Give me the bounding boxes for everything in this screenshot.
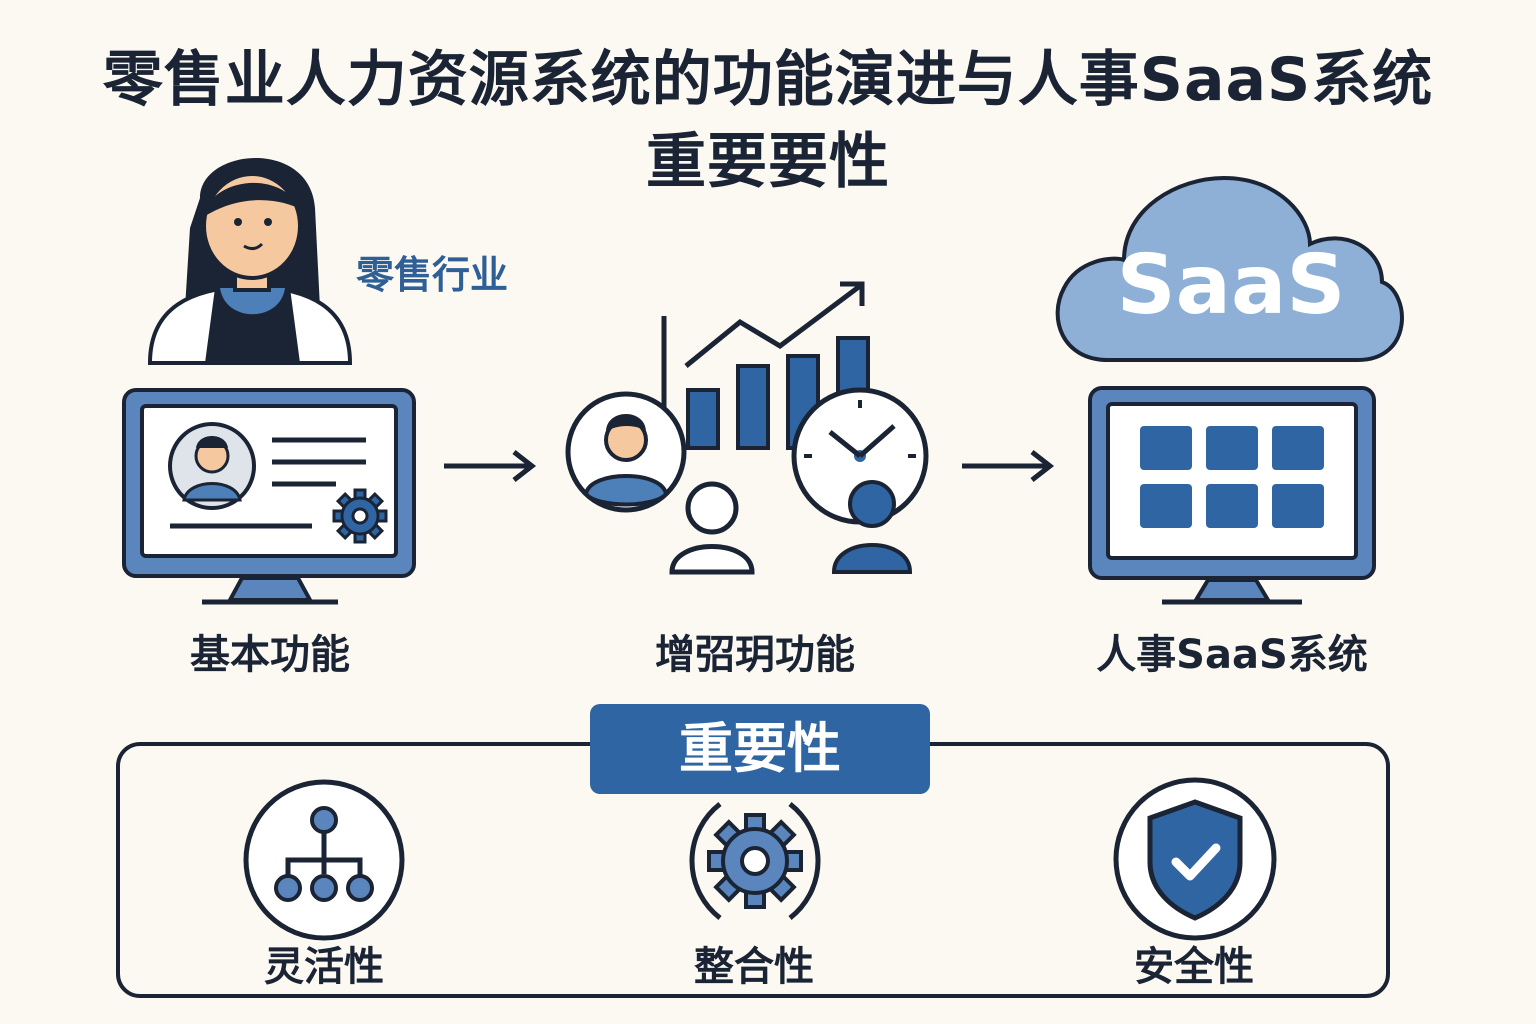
arrow-right-icon [444,450,537,482]
industry-label: 零售行业 [356,253,509,297]
importance-label-integration: 整合性 [694,944,814,990]
basic-monitor-icon [122,388,416,605]
cloud-icon [1055,175,1404,362]
gear-icon [689,802,821,920]
cloud-saas-label: SaaS [1116,238,1346,333]
arrow-right-icon-2 [962,450,1055,482]
saas-monitor-icon [1088,386,1376,605]
importance-label-flexibility: 灵活性 [264,944,384,990]
stage-label-enhanced: 增弨玥功能 [655,632,855,678]
stage-label-basic: 基本功能 [190,632,350,678]
importance-badge: 重要性 [590,704,930,794]
hierarchy-icon [243,779,405,941]
stage-label-saas: 人事SaaS系统 [1096,632,1368,678]
importance-label-security: 安全性 [1134,944,1254,990]
page-title-line2: 重要要性 [646,127,890,197]
retail-worker-icon [147,158,353,365]
shield-check-icon [1113,777,1277,941]
page-title: 零售业人力资源系统的功能演进与人事SaaS系统 [102,45,1434,115]
enhanced-functions-icon [565,281,929,575]
